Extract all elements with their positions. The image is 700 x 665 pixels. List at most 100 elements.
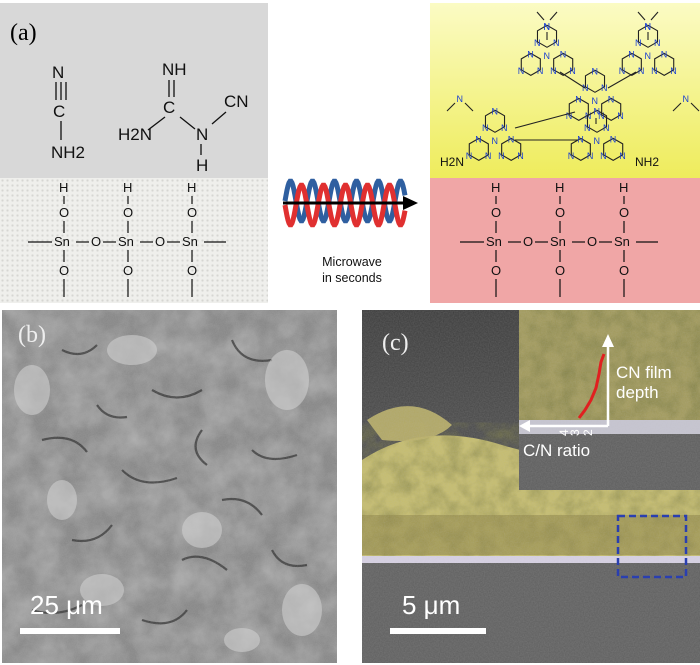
substrate-sn: Sn (486, 234, 502, 249)
panel-c-label: (c) (382, 330, 409, 356)
product-n: N (600, 151, 607, 161)
product-n: N (601, 83, 608, 93)
inset-image: 4 3 2 CN film depth C/N ratio (519, 310, 700, 490)
product-n: N (683, 94, 690, 104)
product-n: N (617, 111, 624, 121)
panel-a-label: (a) (10, 20, 37, 46)
substrate-box-right (430, 178, 700, 303)
panel-c-sem-image: 4 3 2 CN film depth C/N ratio (c) 5 μm (362, 310, 700, 663)
cyanamide-nh2: NH2 (51, 143, 85, 162)
dcda-c: C (163, 98, 175, 117)
product-n: N (544, 21, 551, 31)
substrate-h: H (187, 180, 196, 195)
product-n: N (587, 151, 594, 161)
product-box (430, 3, 700, 178)
product-n: N (619, 151, 626, 161)
cyanamide-structure: N C NH2 (51, 63, 85, 162)
product-n: N (485, 151, 492, 161)
substrate-o: O (587, 234, 597, 249)
product-n: N (569, 66, 576, 76)
substrate-sn: Sn (182, 234, 198, 249)
product-n: N (466, 151, 473, 161)
inset-label-cn-ratio: C/N ratio (523, 441, 590, 460)
product-n: N (645, 22, 652, 32)
product-n: N (498, 151, 505, 161)
product-n: N (592, 96, 599, 106)
product-n: N (544, 51, 551, 61)
product-n: N (568, 151, 575, 161)
product-n: N (592, 66, 599, 76)
product-n: N (566, 111, 573, 121)
dcda-cn: CN (224, 92, 249, 111)
substrate-sn: Sn (614, 234, 630, 249)
product-n: N (603, 123, 610, 133)
product-n: N (619, 66, 626, 76)
inset-cn-ratio-curve (577, 353, 606, 419)
panel-c-scale-text: 5 μm (402, 590, 461, 620)
inset-label-cn-film: CN film (616, 363, 672, 382)
panel-a-chemistry: N C NH2 NH C H2N N H CN HOSnOOHOSnOOHOSn… (28, 11, 700, 297)
microwave-label-line2: in seconds (322, 271, 382, 285)
panel-b-scale-bar (20, 628, 120, 634)
cyanamide-c: C (53, 102, 65, 121)
substrate-o: O (155, 234, 165, 249)
panel-b-scale-text: 25 μm (30, 590, 103, 620)
product-n: N (537, 66, 544, 76)
product-n: N (492, 106, 499, 116)
product-n: N (670, 66, 677, 76)
panel-c-scale-bar (390, 628, 486, 634)
zoom-region-box (616, 514, 688, 579)
substrate-h: H (491, 180, 500, 195)
product-n: N (635, 38, 642, 48)
product-n: N (482, 123, 489, 133)
substrate-box-left (0, 178, 268, 303)
dcda-h: H (196, 156, 208, 175)
substrate-h: H (555, 180, 564, 195)
product-n: N (598, 111, 605, 121)
substrate-o: O (619, 263, 629, 278)
product-n: N (534, 38, 541, 48)
product-n: N (645, 51, 652, 61)
substrate-o: O (491, 205, 501, 220)
substrate-o: O (555, 263, 565, 278)
inset-label-depth: depth (616, 383, 659, 402)
product-n: N (651, 66, 658, 76)
substrate-o: O (491, 263, 501, 278)
substrate-o: O (91, 234, 101, 249)
product-n: N (492, 136, 499, 146)
substrate-o: O (59, 205, 69, 220)
dcda-h2n: H2N (118, 125, 152, 144)
product-n: N (594, 136, 601, 146)
product-n: N (508, 134, 515, 144)
arrow-head (403, 196, 418, 210)
substrate-o: O (123, 263, 133, 278)
reactant-box (0, 3, 268, 178)
substrate-o: O (187, 205, 197, 220)
substrate-o: O (523, 234, 533, 249)
dcda-nh: NH (162, 60, 187, 79)
product-n: N (594, 106, 601, 116)
product-n: N (608, 94, 615, 104)
product-n: N (628, 49, 635, 59)
substrate-sn: Sn (118, 234, 134, 249)
product-n: N (610, 134, 617, 144)
product-n: N (457, 94, 464, 104)
substrate-h: H (619, 180, 628, 195)
product-n: N (575, 94, 582, 104)
substrate-o: O (619, 205, 629, 220)
product-n: N (517, 151, 524, 161)
product-n: N (584, 123, 591, 133)
product-n: N (527, 49, 534, 59)
product-n: N (544, 22, 551, 32)
substrate-o: O (123, 205, 133, 220)
product-n: N (582, 83, 589, 93)
microwave-wave-red (282, 182, 408, 228)
product-n: N (475, 134, 482, 144)
product-n: N (501, 123, 508, 133)
product-n: N (654, 38, 661, 48)
dicyandiamide-structure: NH C H2N N H CN (118, 60, 249, 175)
